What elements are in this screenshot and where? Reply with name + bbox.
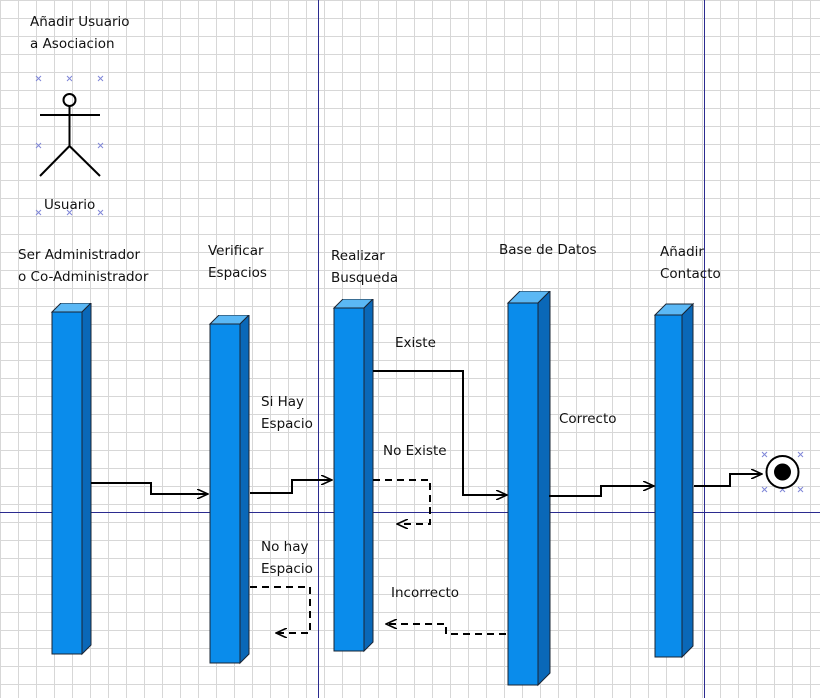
activation-bar-db[interactable] — [506, 291, 552, 689]
message-label-existe: Existe — [395, 335, 436, 351]
lifeline-label-admin-line-2: o Co-Administrador — [18, 269, 149, 285]
lifeline-label-add: Añadir Contacto — [660, 241, 721, 285]
activation-bar-search[interactable] — [332, 299, 378, 655]
lifeline-label-verify-line-2: Espacios — [208, 265, 267, 281]
swimlane-divider-2 — [704, 0, 705, 698]
swimlane-divider-1 — [318, 0, 319, 698]
arrow-existe[interactable] — [373, 370, 507, 495]
arrow-incorrecto[interactable] — [386, 624, 506, 635]
lifeline-label-db: Base de Datos — [499, 239, 597, 261]
arrow-correcto[interactable] — [549, 486, 654, 497]
message-label-si-hay-espacio: Si Hay Espacio — [261, 391, 313, 435]
message-label-no-hay-espacio-line-2: Espacio — [261, 561, 313, 577]
lifeline-label-search-line-2: Busqueda — [331, 270, 399, 286]
stick-figure-actor-icon[interactable] — [32, 72, 110, 218]
lifeline-label-admin-line-1: Ser Administrador — [18, 247, 141, 263]
message-label-no-existe: No Existe — [383, 443, 447, 459]
diagram-title: Añadir Usuario a Asociacion — [30, 11, 130, 55]
message-label-correcto: Correcto — [559, 411, 617, 427]
message-label-no-hay-espacio: No hay Espacio — [261, 536, 313, 580]
lifeline-label-search: Realizar Busqueda — [331, 245, 398, 289]
horizontal-guide-line — [0, 512, 820, 513]
arrow-to-final-state[interactable] — [694, 474, 762, 487]
message-label-no-hay-espacio-line-1: No hay — [261, 539, 309, 555]
message-label-si-hay-espacio-line-2: Espacio — [261, 416, 313, 432]
message-label-si-hay-espacio-line-1: Si Hay — [261, 394, 305, 410]
lifeline-label-add-line-2: Contacto — [660, 266, 721, 282]
diagram-title-line-2: a Asociacion — [30, 36, 115, 52]
activation-bar-add[interactable] — [653, 301, 699, 659]
lifeline-label-add-line-1: Añadir — [660, 244, 704, 260]
lifeline-label-admin: Ser Administrador o Co-Administrador — [18, 244, 148, 288]
arrow-admin-to-verify[interactable] — [91, 482, 208, 494]
activation-bar-verify[interactable] — [208, 315, 254, 667]
arrow-si-hay-espacio[interactable] — [250, 480, 332, 494]
arrow-no-existe[interactable] — [373, 479, 431, 524]
diagram-title-line-1: Añadir Usuario — [30, 14, 130, 30]
lifeline-label-search-line-1: Realizar — [331, 248, 385, 264]
activation-bar-admin[interactable] — [50, 303, 96, 658]
final-state-bullseye-icon[interactable] — [758, 449, 810, 497]
lifeline-label-verify-line-1: Verificar — [208, 243, 264, 259]
lifeline-label-db-line-1: Base de Datos — [499, 242, 597, 258]
lifeline-label-verify: Verificar Espacios — [208, 240, 267, 284]
actor-label: Usuario — [44, 197, 96, 213]
arrow-no-hay-espacio[interactable] — [250, 586, 311, 633]
message-label-incorrecto: Incorrecto — [391, 585, 460, 601]
